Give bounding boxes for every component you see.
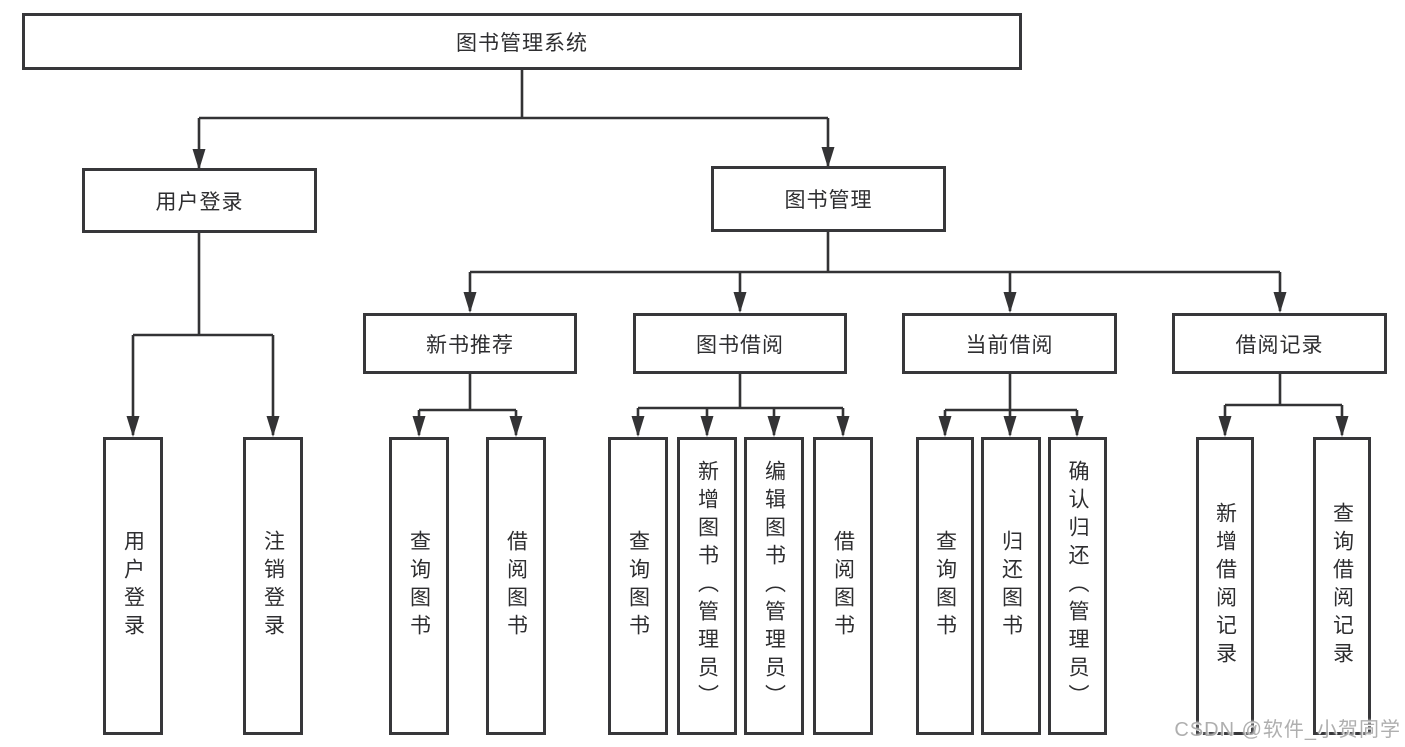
node-label: 查询借阅记录 <box>1330 502 1354 670</box>
node-book-borrowing: 图书借阅 <box>633 313 847 374</box>
leaf-return-books: 归还图书 <box>981 437 1041 735</box>
node-label: 借阅图书 <box>504 530 528 642</box>
node-label: 借阅记录 <box>1235 333 1324 357</box>
node-label: 新书推荐 <box>426 333 514 357</box>
leaf-borrow-books-2: 借阅图书 <box>813 437 873 735</box>
node-label: 注销登录 <box>261 530 285 642</box>
node-label: 新增借阅记录 <box>1213 502 1237 670</box>
leaf-user-login: 用户登录 <box>103 437 163 735</box>
node-label: 新增图书（管理员） <box>695 460 719 712</box>
node-label: 查询图书 <box>626 530 650 642</box>
node-label: 借阅图书 <box>831 530 855 642</box>
node-label: 图书管理系统 <box>456 31 588 55</box>
node-label: 图书管理 <box>784 189 873 212</box>
leaf-logout: 注销登录 <box>243 437 303 735</box>
node-current-borrowing: 当前借阅 <box>902 313 1117 374</box>
node-label: 图书借阅 <box>696 333 784 357</box>
node-user-login: 用户登录 <box>82 168 317 233</box>
leaf-add-books-admin: 新增图书（管理员） <box>677 437 737 735</box>
node-label: 用户登录 <box>155 190 244 214</box>
node-borrowing-records: 借阅记录 <box>1172 313 1387 374</box>
leaf-add-borrow-record: 新增借阅记录 <box>1196 437 1254 735</box>
leaf-borrow-books-1: 借阅图书 <box>486 437 546 735</box>
leaf-query-borrow-record: 查询借阅记录 <box>1313 437 1371 735</box>
node-label: 查询图书 <box>407 530 431 642</box>
node-book-management: 图书管理 <box>711 166 946 232</box>
node-label: 当前借阅 <box>965 333 1054 357</box>
node-label: 编辑图书（管理员） <box>762 460 786 712</box>
csdn-watermark: CSDN @软件_小贺同学 <box>1174 719 1401 741</box>
node-label: 确认归还（管理员） <box>1066 460 1089 712</box>
node-label: 用户登录 <box>121 530 145 642</box>
node-label: 归还图书 <box>999 530 1023 642</box>
leaf-query-books-1: 查询图书 <box>389 437 449 735</box>
leaf-confirm-return-admin: 确认归还（管理员） <box>1048 437 1107 735</box>
leaf-query-books-3: 查询图书 <box>916 437 974 735</box>
leaf-query-books-2: 查询图书 <box>608 437 668 735</box>
node-library-management-system: 图书管理系统 <box>22 13 1022 70</box>
leaf-edit-books-admin: 编辑图书（管理员） <box>744 437 804 735</box>
node-label: 查询图书 <box>933 530 957 642</box>
node-new-book-recommend: 新书推荐 <box>363 313 577 374</box>
